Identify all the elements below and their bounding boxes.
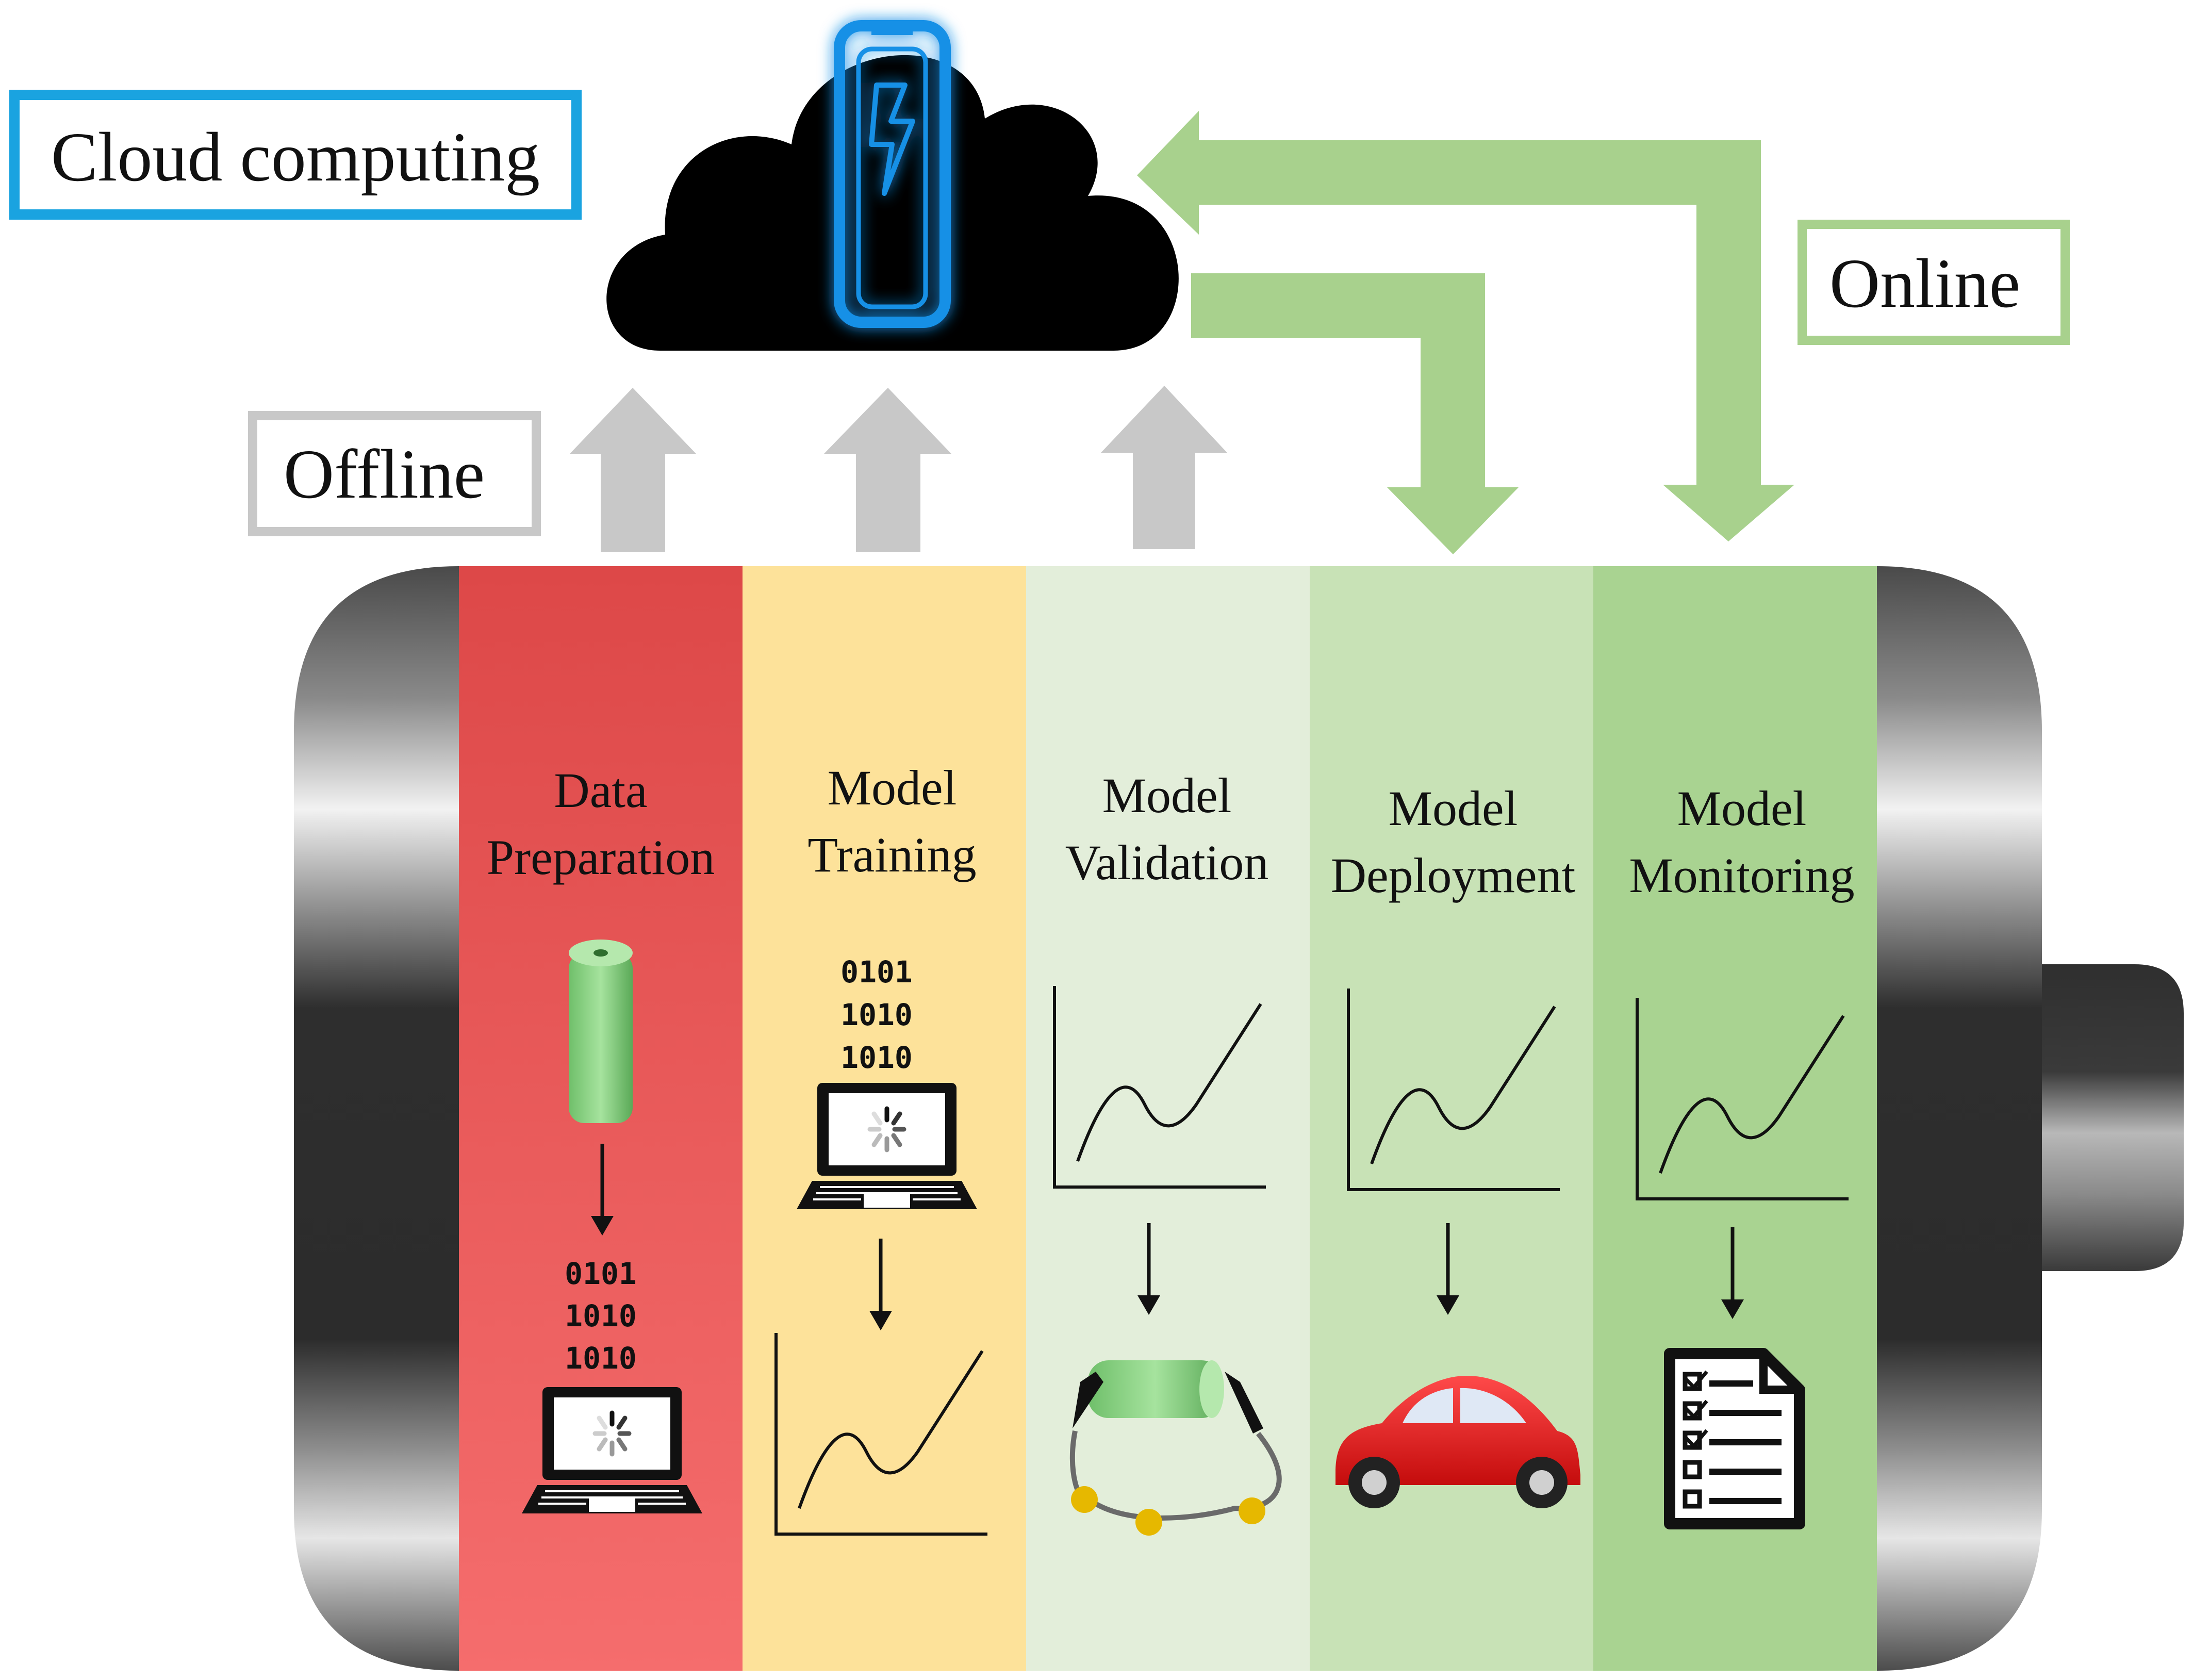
online-label: Online: [1829, 245, 2020, 322]
battery-tester-icon: [1069, 1360, 1282, 1536]
battery-terminal: [2037, 964, 2184, 1271]
stage-1-icons: 0101 1010 1010: [522, 940, 702, 1513]
binary-row-2b: 1010: [840, 997, 913, 1032]
binary-row-3b: 1010: [840, 1040, 913, 1075]
binary-row-1b: 0101: [840, 954, 913, 990]
stage-title-3-line2: Validation: [1065, 835, 1269, 890]
stage-titles: Data Preparation Model Training Model Va…: [487, 760, 1855, 903]
checklist-report-icon: [1664, 1348, 1805, 1529]
online-label-box: Online: [1798, 220, 2070, 345]
stage-title-4-line2: Deployment: [1331, 848, 1576, 903]
offline-upload-arrows: [570, 386, 1227, 552]
binary-row-2: 1010: [565, 1298, 637, 1333]
battery-icon: [834, 20, 951, 328]
stage-title-2-line2: Training: [807, 827, 976, 882]
laptop-icon: [522, 1387, 702, 1513]
cloud-computing-label: Cloud computing: [51, 119, 540, 196]
binary-row-1: 0101: [565, 1256, 637, 1291]
battery-cell-icon: [569, 940, 633, 1123]
stage-title-5-line2: Monitoring: [1629, 848, 1854, 903]
stage-band-model-validation: [1026, 566, 1310, 1671]
stage-2-icons: 0101 1010 1010: [776, 954, 987, 1534]
upload-arrow-2: [824, 388, 951, 552]
upload-arrow-1: [570, 388, 696, 552]
stage-title-4-line1: Model: [1389, 781, 1518, 836]
binary-row-3: 1010: [565, 1341, 637, 1376]
stage-title-5-line1: Model: [1677, 781, 1807, 836]
cloud-computing-label-box: Cloud computing: [9, 90, 582, 220]
cloud-icon: [606, 55, 1179, 351]
stage-title-3-line1: Model: [1102, 768, 1232, 823]
binary-data-icon-2: 0101 1010 1010: [840, 954, 913, 1075]
stage-title-1-line2: Preparation: [487, 830, 715, 885]
stage-title-2-line1: Model: [828, 760, 957, 815]
deploy-arrow: [1191, 273, 1519, 554]
laptop-icon-2: [797, 1083, 977, 1209]
stage-4-icons: [1335, 989, 1580, 1508]
car-icon: [1335, 1375, 1580, 1508]
offline-label-box: Offline: [248, 411, 541, 536]
upload-arrow-3: [1101, 386, 1227, 549]
stage-5-icons: [1637, 998, 1849, 1529]
stage-title-1-line1: Data: [554, 763, 647, 818]
monitor-feedback-arrow: [1137, 111, 1794, 541]
stage-3-icons: [1054, 986, 1282, 1536]
online-arrows: [1137, 111, 1794, 554]
binary-data-icon: 0101 1010 1010: [565, 1256, 637, 1376]
offline-label: Offline: [284, 436, 485, 513]
